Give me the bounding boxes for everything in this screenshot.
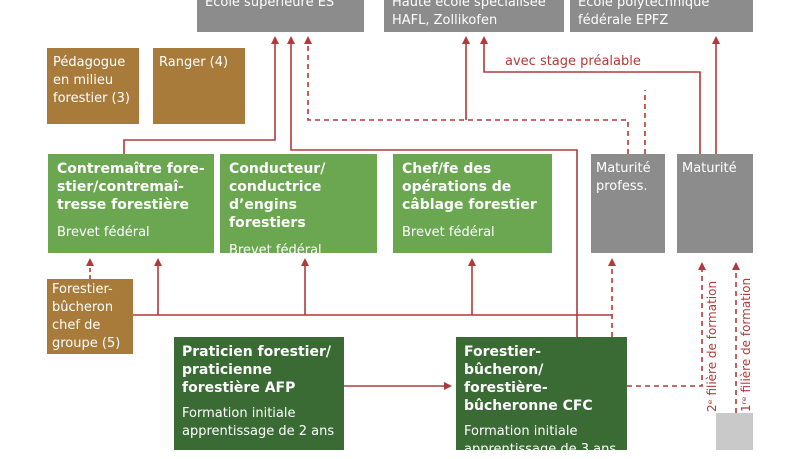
box-maturite-profess: Maturité profess. (591, 154, 665, 253)
chef-cablage-title: Chef/fe des opérations de câblage forest… (402, 161, 537, 213)
ranger-label: Ranger (4) (159, 55, 229, 70)
maturite-label: Maturité (682, 161, 737, 176)
filiere1-label: 1ʳᵉ filière de formation (739, 277, 753, 412)
forestier-cfc-sub: Formation initiale apprentissage de 3 an… (464, 424, 617, 457)
box-forestier-cfc: Forestier-bûcheron/ forestière-bûcheronn… (456, 337, 627, 457)
box-conducteur: Conducteur/ conductrice d’engins foresti… (220, 154, 377, 258)
es-label: École supérieure ES (205, 0, 335, 10)
box-ecole-superieure: École supérieure ES (197, 0, 364, 32)
box-epfz: École polytechnique fédérale EPFZ (570, 0, 753, 32)
hafl-line1: Haute école spécialisée (392, 0, 546, 10)
box-contremaitre: Contremaître fore-stier/contremaî-tresse… (48, 154, 214, 253)
stage-annotation: avec stage préalable (505, 54, 641, 69)
box-maturite: Maturité (677, 154, 753, 253)
maturite-profess-label: Maturité profess. (596, 161, 651, 194)
praticien-sub: Formation initiale apprentissage de 2 an… (182, 406, 335, 439)
chef-cablage-sub: Brevet fédéral (402, 225, 495, 240)
conducteur-title: Conducteur/ conductrice d’engins foresti… (229, 161, 326, 231)
filiere2-label: 2ᵉ filière de formation (705, 280, 719, 412)
box-hafl: Haute école spécialisée HAFL, Zollikofen (384, 0, 564, 32)
box-praticien: Praticien forestier/ praticienne foresti… (174, 337, 344, 450)
box-chef-groupe: Forestier-bûcheron chef de groupe (5) (47, 279, 133, 354)
epf-line1: École polytechnique (578, 0, 710, 10)
box-pedagogue: Pédagogue en milieu forestier (3) (47, 48, 139, 124)
epf-line2: fédérale EPFZ (578, 13, 669, 28)
contremaitre-sub: Brevet fédéral (57, 225, 150, 240)
pedagogue-label: Pédagogue en milieu forestier (3) (53, 55, 130, 106)
praticien-title: Praticien forestier/ praticienne foresti… (182, 344, 331, 396)
box-ranger: Ranger (4) (153, 48, 245, 124)
box-chef-cablage: Chef/fe des opérations de câblage forest… (393, 154, 552, 253)
box-placeholder (716, 413, 753, 450)
chef-groupe-label: Forestier-bûcheron chef de groupe (5) (52, 282, 121, 351)
conducteur-sub: Brevet fédéral (229, 243, 322, 258)
contremaitre-title: Contremaître fore-stier/contremaî-tresse… (57, 161, 205, 213)
hafl-line2: HAFL, Zollikofen (392, 13, 498, 28)
forestier-cfc-title: Forestier-bûcheron/ forestière-bûcheronn… (464, 344, 593, 414)
arrow-cfc-filiere2 (627, 262, 706, 387)
